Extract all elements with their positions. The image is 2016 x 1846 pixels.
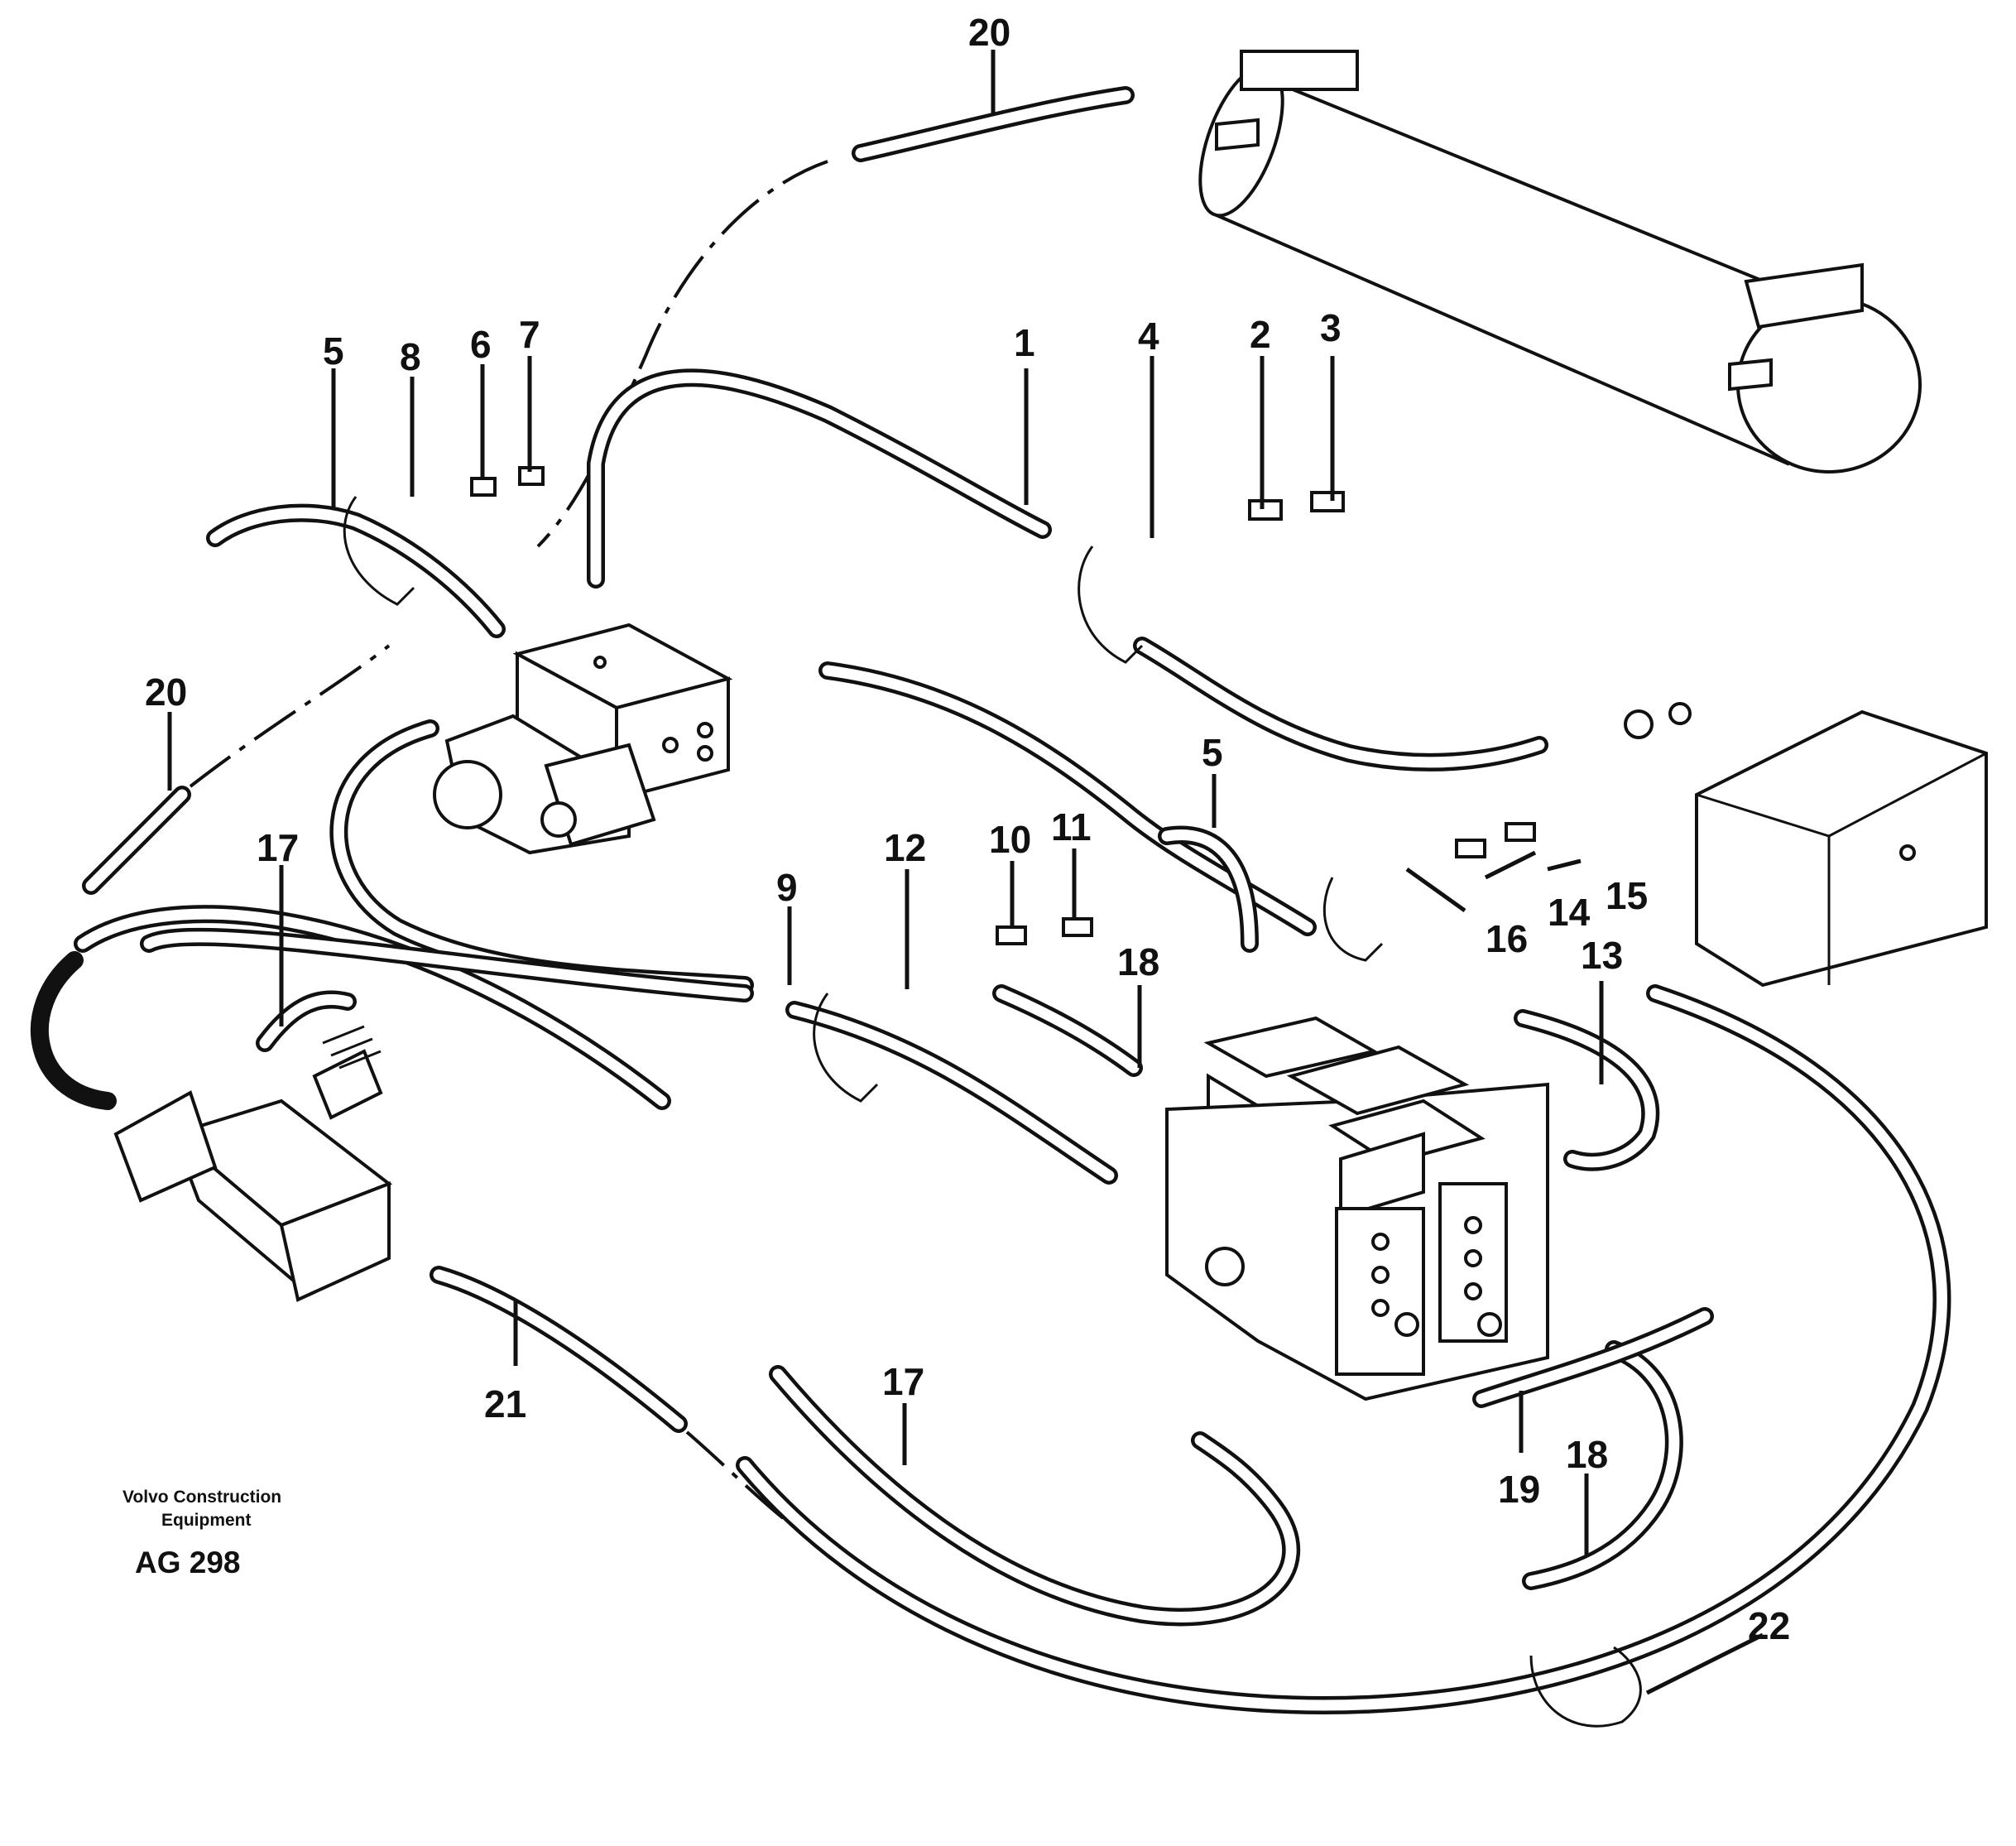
callout-1: 1	[1014, 321, 1035, 364]
callout-17-bottom: 17	[882, 1360, 924, 1403]
callout-15: 15	[1606, 874, 1648, 917]
callout-4: 4	[1138, 315, 1159, 358]
callout-17-left: 17	[257, 826, 299, 869]
leader-lines	[167, 50, 1764, 1695]
accumulator-cylinder	[1198, 50, 1922, 474]
callout-21: 21	[484, 1382, 526, 1425]
solenoid-valve-block	[433, 623, 733, 855]
callout-10: 10	[989, 818, 1031, 861]
relay-box	[113, 1025, 393, 1302]
junction-box	[1695, 709, 1988, 988]
callout-12: 12	[884, 826, 926, 869]
figure-reference: AG 298	[135, 1546, 241, 1579]
callout-16: 16	[1486, 917, 1528, 960]
control-valve	[1165, 1016, 1549, 1401]
callout-6: 6	[470, 323, 492, 366]
brand-line-1: Volvo Construction	[122, 1488, 281, 1507]
callout-20-top: 20	[968, 11, 1010, 54]
callout-22: 22	[1748, 1604, 1790, 1647]
callout-9: 9	[776, 866, 798, 909]
callout-labels: 20 1 4 2 3 5 8 6 7 20 5 10 11 12 9 17 18…	[145, 11, 1790, 1647]
callout-18-top: 18	[1117, 940, 1159, 983]
callout-20-left: 20	[145, 671, 187, 714]
footer: Volvo Construction Equipment AG 298	[122, 1488, 281, 1579]
callout-11: 11	[1051, 805, 1092, 848]
clamps	[343, 466, 1692, 1728]
callout-5-left: 5	[323, 329, 344, 373]
callout-18-bottom: 18	[1566, 1433, 1608, 1476]
callout-14: 14	[1548, 891, 1591, 934]
callout-19: 19	[1498, 1468, 1540, 1511]
callout-3: 3	[1320, 306, 1342, 349]
hoses	[30, 86, 1951, 1715]
brand-line-2: Equipment	[161, 1511, 252, 1530]
callout-13: 13	[1581, 934, 1623, 977]
callout-8: 8	[400, 335, 421, 378]
callout-7: 7	[519, 313, 540, 356]
callout-2: 2	[1250, 313, 1271, 356]
callout-5-centre: 5	[1202, 731, 1223, 774]
